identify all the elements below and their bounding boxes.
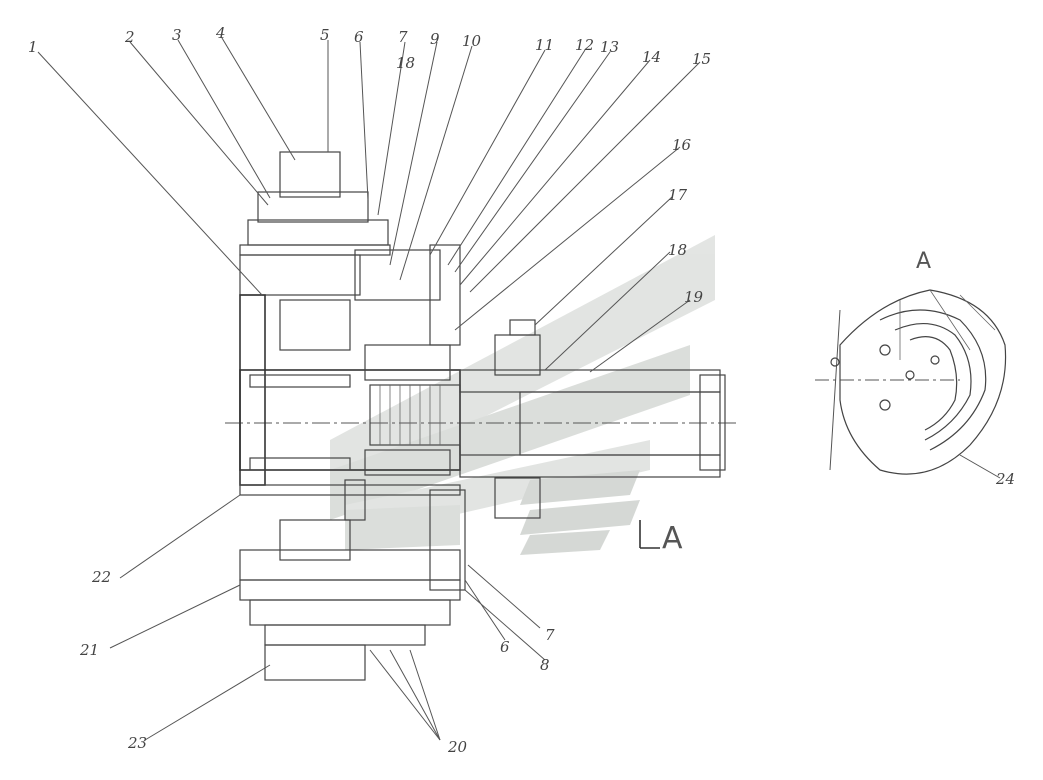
callout-17: 17 xyxy=(668,186,688,204)
callout-7-lower: 7 xyxy=(545,626,555,644)
callout-13: 13 xyxy=(600,38,619,56)
callout-1: 1 xyxy=(28,38,38,56)
callout-8: 8 xyxy=(540,656,550,674)
callout-7: 7 xyxy=(398,28,408,46)
callout-22: 22 xyxy=(91,568,111,586)
callout-11: 11 xyxy=(535,36,554,54)
callout-23: 23 xyxy=(127,734,147,752)
view-a-detail: A xyxy=(815,249,1007,475)
watermark-logo xyxy=(330,235,715,555)
section-label-a: A xyxy=(662,521,683,556)
callout-18-top: 18 xyxy=(396,54,415,72)
callout-21: 21 xyxy=(79,641,99,659)
callout-16: 16 xyxy=(672,136,692,154)
callout-10: 10 xyxy=(462,32,482,50)
callout-2: 2 xyxy=(124,28,135,46)
callout-4: 4 xyxy=(215,24,226,42)
callout-5: 5 xyxy=(320,26,330,44)
callout-24: 24 xyxy=(995,470,1015,488)
callout-6: 6 xyxy=(354,28,364,46)
leader-lines xyxy=(37,37,1001,741)
callout-9: 9 xyxy=(430,30,440,48)
callout-14: 14 xyxy=(642,48,661,66)
callout-20: 20 xyxy=(447,738,468,756)
callout-3: 3 xyxy=(172,26,182,44)
callout-15: 15 xyxy=(692,50,711,68)
section-mark-a: A xyxy=(639,520,683,556)
callout-19: 19 xyxy=(684,288,704,306)
callout-12: 12 xyxy=(575,36,594,54)
view-label-a: A xyxy=(916,249,931,274)
callout-6-lower: 6 xyxy=(500,638,510,656)
main-assembly-section xyxy=(225,151,740,681)
callout-18: 18 xyxy=(668,241,687,259)
callout-labels: 1 2 3 4 5 6 7 18 9 10 11 12 13 14 15 16 … xyxy=(28,24,1015,756)
